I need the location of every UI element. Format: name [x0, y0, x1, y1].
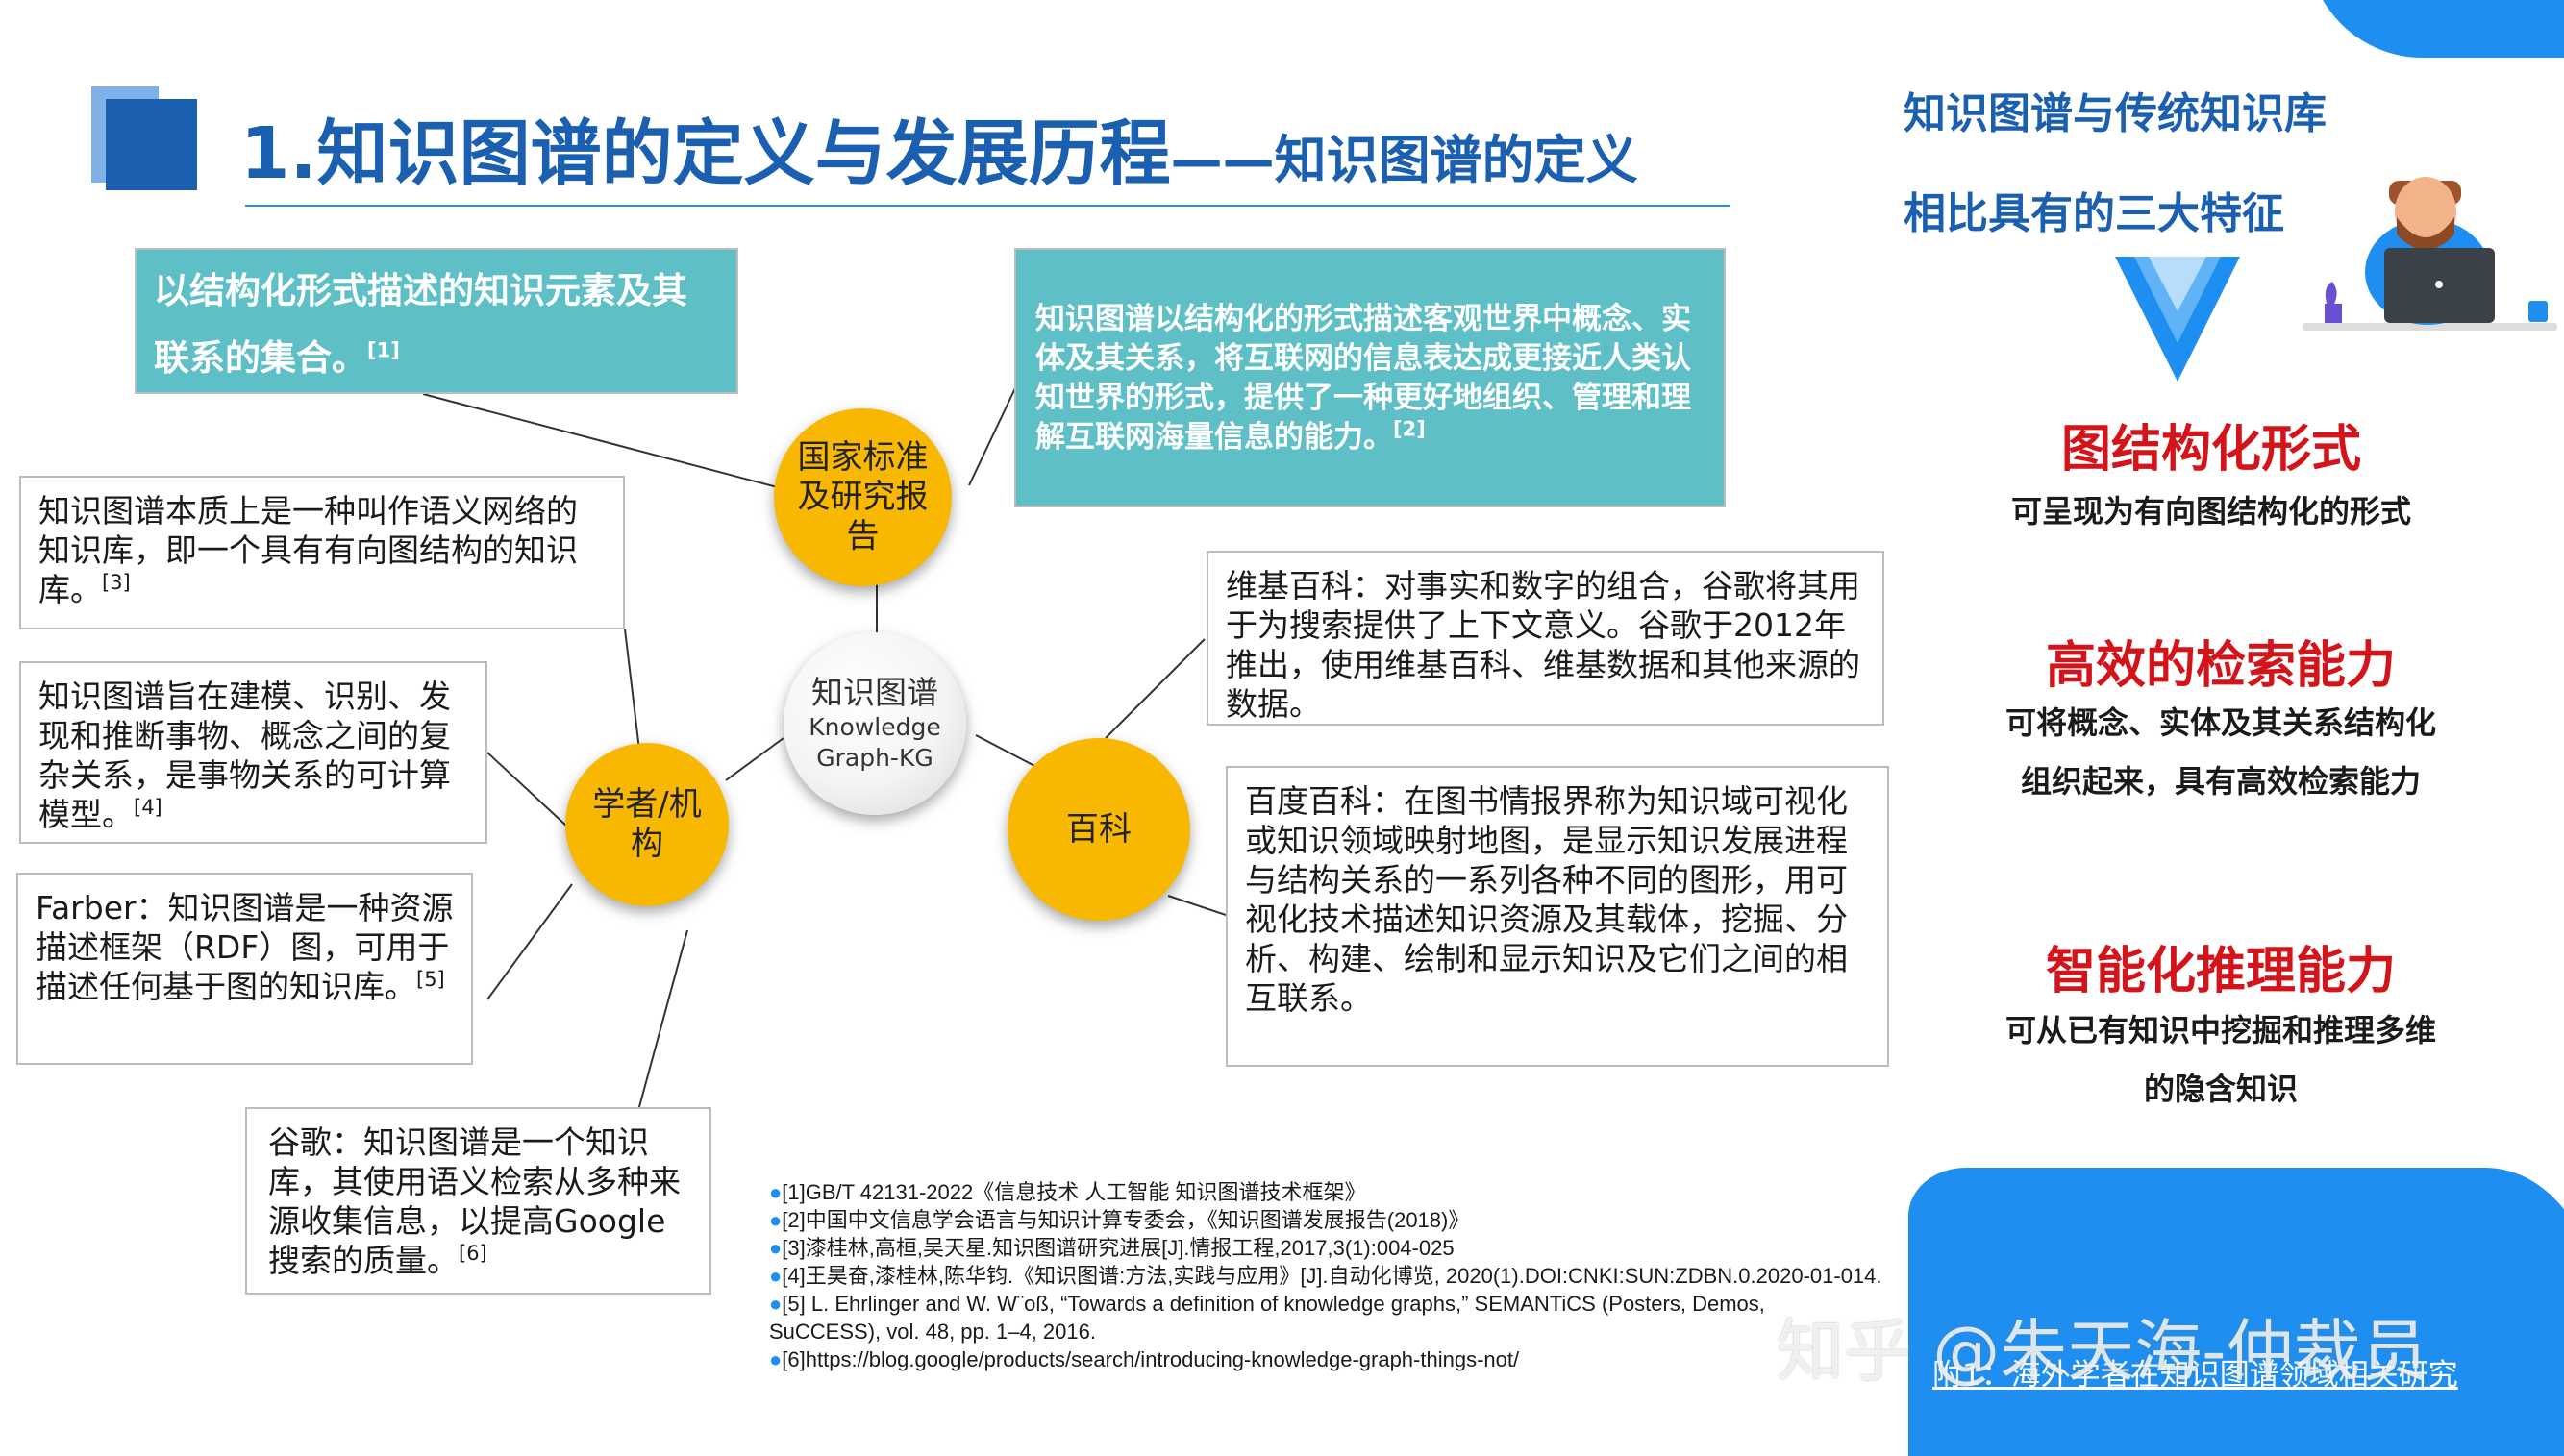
- down-chevron-icon: [2115, 257, 2240, 382]
- node-scholar-label: 学者/机构: [592, 785, 702, 863]
- reference-item: ●[1]GB/T 42131-2022《信息技术 人工智能 知识图谱技术框架》: [769, 1180, 1366, 1204]
- page-title-sub: ——知识图谱的定义: [1170, 130, 1638, 190]
- ref-4-marker: [4]: [134, 796, 162, 819]
- definition-scholar-2: 知识图谱旨在建模、识别、发现和推断事物、概念之间的复杂关系，是事物关系的可计算模…: [19, 661, 487, 844]
- reference-item: ●[4]王昊奋,漆桂林,陈华钧.《知识图谱:方法,实践与应用》[J].自动化博览…: [769, 1264, 1882, 1288]
- ref-2-marker: [2]: [1393, 417, 1426, 441]
- line-standard-short: [422, 393, 789, 491]
- page-title: 1.知识图谱的定义与发展历程——知识图谱的定义: [240, 96, 1638, 199]
- definition-scholar-3-text: Farber：知识图谱是一种资源描述框架（RDF）图，可用于描述任何基于图的知识…: [36, 889, 454, 1005]
- feature-1-title: 图结构化形式: [2060, 421, 2361, 479]
- line-scholar-box2: [486, 752, 568, 827]
- reference-list: ●[1]GB/T 42131-2022《信息技术 人工智能 知识图谱技术框架》 …: [769, 1178, 1882, 1373]
- title-accent-front: [106, 99, 197, 190]
- node-center-cn: 知识图谱: [811, 674, 938, 711]
- ref-6-marker: [6]: [459, 1242, 487, 1265]
- definition-standard-long-text: 知识图谱以结构化的形式描述客观世界中概念、实体及其关系，将互联网的信息表达成更接…: [1035, 302, 1691, 455]
- line-scholar-box3: [486, 883, 573, 1000]
- sidebar-heading-line1: 知识图谱与传统知识库: [1904, 89, 2327, 138]
- line-scholar-center: [725, 737, 784, 781]
- node-center: 知识图谱 Knowledge Graph-KG: [784, 632, 966, 815]
- node-standard-label: 国家标准及研究报告: [797, 438, 929, 555]
- reference-item: ●[5] L. Ehrlinger and W. W¨oß, “Towards …: [769, 1292, 1765, 1316]
- ref-3-marker: [3]: [102, 571, 131, 594]
- node-scholar: 学者/机构: [565, 743, 729, 906]
- ref-1-marker: [1]: [367, 338, 400, 362]
- node-standard: 国家标准及研究报告: [774, 408, 952, 586]
- ref-5-marker: [5]: [416, 968, 445, 991]
- feature-1-desc: 可呈现为有向图结构化的形式: [2010, 493, 2411, 530]
- node-center-en1: Knowledge: [809, 713, 941, 741]
- feature-2-desc: 可将概念、实体及其关系结构化组织起来，具有高效检索能力: [2004, 704, 2436, 800]
- line-encyclopedia-box2: [1167, 895, 1227, 916]
- definition-standard-long: 知识图谱以结构化的形式描述客观世界中概念、实体及其关系，将互联网的信息表达成更接…: [1014, 248, 1726, 507]
- reference-item-continued: SuCCESS), vol. 48, pp. 1–4, 2016.: [769, 1320, 1096, 1344]
- feature-3-desc: 可从已有知识中挖掘和推理多维的隐含知识: [2004, 1012, 2436, 1107]
- reference-item: ●[3]漆桂林,高桓,吴天星.知识图谱研究进展[J].情报工程,2017,3(1…: [769, 1236, 1455, 1260]
- page-title-main: 1.知识图谱的定义与发展历程: [240, 112, 1171, 195]
- node-encyclopedia-label: 百科: [1066, 809, 1132, 849]
- definition-wiki-2-text: 百度百科：在图书情报界称为知识域可视化或知识领域映射地图，是显示知识发展进程与结…: [1245, 782, 1848, 1017]
- line-scholar-box1: [624, 629, 640, 751]
- node-encyclopedia: 百科: [1008, 738, 1190, 921]
- reference-item: ●[2]中国中文信息学会语言与知识计算专委会，《知识图谱发展报告(2018)》: [769, 1208, 1470, 1232]
- sidebar-heading-line2: 相比具有的三大特征: [1904, 189, 2284, 238]
- definition-scholar-4: 谷歌：知识图谱是一个知识库，其使用语义检索从多种来源收集信息，以提高Google…: [245, 1107, 711, 1295]
- definition-scholar-4-text: 谷歌：知识图谱是一个知识库，其使用语义检索从多种来源收集信息，以提高Google…: [268, 1123, 681, 1279]
- definition-scholar-3: Farber：知识图谱是一种资源描述框架（RDF）图，可用于描述任何基于图的知识…: [16, 873, 473, 1065]
- person-laptop-icon: [2303, 177, 2557, 331]
- definition-scholar-2-text: 知识图谱旨在建模、识别、发现和推断事物、概念之间的复杂关系，是事物关系的可计算模…: [38, 678, 451, 833]
- bottom-right-blob: [1908, 1168, 2564, 1456]
- definition-scholar-1-text: 知识图谱本质上是一种叫作语义网络的知识库，即一个具有有向图结构的知识库。: [38, 492, 578, 608]
- title-underline: [245, 205, 1730, 207]
- reference-item: ●[6]https://blog.google/products/search/…: [769, 1347, 1520, 1371]
- feature-3-title: 智能化推理能力: [2045, 943, 2396, 1000]
- line-encyclopedia-center: [975, 734, 1041, 770]
- watermark: 知乎 @朱天海-仲裁员: [1777, 1312, 2428, 1391]
- definition-standard-short: 以结构化形式描述的知识元素及其联系的集合。[1]: [135, 248, 738, 394]
- line-scholar-box4: [634, 929, 688, 1125]
- definition-standard-short-text: 以结构化形式描述的知识元素及其联系的集合。: [154, 270, 687, 379]
- definition-wiki-1: 维基百科：对事实和数字的组合，谷歌将其用于为搜索提供了上下文意义。谷歌于2012…: [1207, 551, 1884, 726]
- definition-wiki-2: 百度百科：在图书情报界称为知识域可视化或知识领域映射地图，是显示知识发展进程与结…: [1226, 766, 1889, 1067]
- node-center-en2: Graph-KG: [816, 744, 933, 772]
- appendix-link[interactable]: 附1：海外学者在知识图谱领域相关研究: [1932, 1358, 2458, 1393]
- line-encyclopedia-box1: [1105, 638, 1206, 739]
- definition-wiki-1-text: 维基百科：对事实和数字的组合，谷歌将其用于为搜索提供了上下文意义。谷歌于2012…: [1226, 567, 1860, 723]
- definition-scholar-1: 知识图谱本质上是一种叫作语义网络的知识库，即一个具有有向图结构的知识库。[3]: [19, 476, 625, 629]
- feature-2-title: 高效的检索能力: [2045, 637, 2396, 695]
